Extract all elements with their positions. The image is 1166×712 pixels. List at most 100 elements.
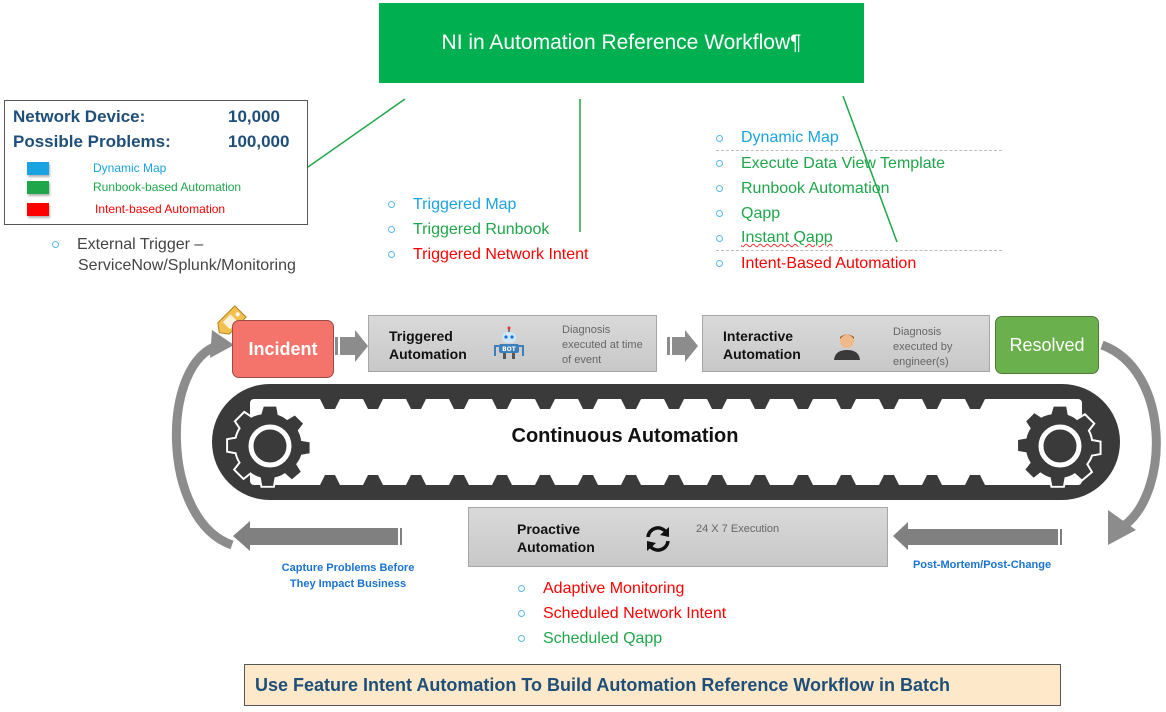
bullet-icon: [716, 134, 723, 142]
legend-swatch-red: [27, 202, 49, 216]
legend-item-runbook: Runbook-based Automation: [27, 180, 241, 194]
continuous-automation-label: Continuous Automation: [511, 425, 739, 447]
list-item-label: Adaptive Monitoring: [543, 579, 685, 597]
list-item-label: Runbook Automation: [741, 179, 890, 197]
title-text: NI in Automation Reference Workflow¶: [441, 31, 802, 54]
list-item-label: Triggered Map: [413, 195, 517, 213]
belt-teeth-top: [320, 399, 985, 409]
list-item: Triggered Network Intent: [388, 242, 588, 267]
list-item-label: Execute Data View Template: [741, 154, 945, 172]
box-title-line1: Triggered: [389, 328, 453, 344]
list-item: Scheduled Qapp: [518, 626, 726, 651]
info-box: Network Device: 10,000 Possible Problems…: [4, 100, 308, 225]
interactive-features-list: Dynamic Map Execute Data View Template R…: [716, 126, 1002, 276]
conveyor-inner: [250, 399, 1082, 485]
box-title-line2: Automation: [517, 539, 595, 555]
list-item-label: Instant Qapp: [741, 229, 833, 246]
list-item-label: Scheduled Qapp: [543, 629, 663, 647]
right-return-arrow: [1100, 340, 1161, 529]
bullet-icon: [388, 226, 395, 233]
left-return-arrow: [172, 340, 234, 550]
desc-line: of event: [562, 354, 602, 366]
bottom-banner: Use Feature Intent Automation To Build A…: [244, 664, 1061, 706]
box-title-line2: Automation: [723, 346, 801, 362]
belt-tooth: [492, 399, 512, 409]
box-title-line1: Proactive: [517, 521, 581, 537]
bullet-icon: [518, 635, 525, 642]
list-item: Triggered Map: [388, 192, 588, 217]
belt-tooth: [836, 399, 856, 409]
bullet-icon: [518, 610, 525, 617]
bullet-icon: [716, 185, 723, 192]
belt-tooth: [621, 475, 641, 485]
gear-left-icon: [227, 406, 310, 487]
belt-tooth: [363, 475, 383, 485]
external-trigger-line1: External Trigger –: [77, 236, 204, 253]
svg-text:BOT: BOT: [502, 346, 517, 353]
bot-icon: BOT: [494, 326, 524, 359]
bullet-icon: [518, 585, 525, 592]
belt-tooth: [406, 475, 426, 485]
legend-item-intent: Intent-based Automation: [27, 202, 225, 216]
list-item: Runbook Automation: [716, 176, 1002, 201]
connector-line-interactive: [842, 95, 898, 243]
post-mortem-caption: Post-Mortem/Post-Change: [912, 559, 1052, 571]
stat-label: Possible Problems:: [13, 132, 171, 151]
refresh-icon: [646, 526, 670, 552]
bottom-banner-text: Use Feature Intent Automation To Build A…: [255, 674, 951, 695]
resolved-box: Resolved: [995, 316, 1099, 374]
bullet-icon: [388, 251, 395, 258]
belt-tooth: [621, 399, 641, 409]
desc-line: Diagnosis: [562, 324, 611, 336]
caption-line: Capture Problems Before: [281, 562, 415, 574]
belt-tooth: [836, 475, 856, 485]
list-item-label: Triggered Runbook: [413, 220, 550, 238]
interactive-automation-box: Interactive Automation Diagnosis execute…: [702, 315, 990, 372]
external-trigger: External Trigger – ServiceNow/Splunk/Mon…: [52, 234, 296, 276]
belt-tooth: [793, 475, 813, 485]
list-item: Intent-Based Automation: [716, 251, 1002, 276]
caption-line: They Impact Business: [289, 578, 407, 590]
proactive-features-list: Adaptive Monitoring Scheduled Network In…: [518, 576, 726, 651]
belt-tooth: [578, 399, 598, 409]
belt-tooth: [750, 475, 770, 485]
bullet-icon: [716, 260, 723, 267]
desc-line: executed by: [893, 341, 953, 353]
triggered-features-list: Triggered Map Triggered Runbook Triggere…: [388, 192, 588, 267]
arrow-proactive-to-capture: [233, 521, 402, 551]
list-item-label: Scheduled Network Intent: [543, 604, 727, 622]
belt-tooth: [449, 475, 469, 485]
list-item: Dynamic Map: [716, 126, 1002, 151]
bullet-icon: [716, 210, 723, 217]
arrow-triggered-to-interactive: [667, 330, 698, 362]
legend-swatch-green: [27, 180, 49, 194]
belt-tooth: [492, 475, 512, 485]
capture-problems-caption: Capture Problems Before They Impact Busi…: [268, 560, 428, 592]
list-item: Instant Qapp: [716, 226, 1002, 251]
legend-label: Dynamic Map: [93, 161, 167, 175]
legend-label: Intent-based Automation: [95, 202, 226, 216]
external-trigger-line2: ServiceNow/Splunk/Monitoring: [78, 257, 296, 274]
engineer-icon: [834, 334, 860, 360]
incident-label: Incident: [248, 338, 318, 359]
belt-tooth: [664, 475, 684, 485]
proactive-description: 24 X 7 Execution: [696, 523, 780, 535]
list-item-label: Intent-Based Automation: [741, 254, 917, 272]
list-item-label: Dynamic Map: [741, 129, 839, 146]
belt-tooth: [578, 475, 598, 485]
box-description: Diagnosis executed by engineer(s): [893, 325, 952, 370]
box-title: Triggered Automation: [389, 327, 467, 363]
resolved-label: Resolved: [1009, 334, 1085, 355]
desc-line: executed at time: [562, 339, 643, 351]
stat-possible-problems: Possible Problems: 100,000: [13, 132, 289, 152]
arrow-postmortem-to-proactive: [893, 522, 1062, 550]
box-description: Diagnosis executed at time of event: [562, 323, 643, 368]
belt-teeth-bottom: [320, 475, 985, 485]
bullet-icon: [716, 160, 723, 167]
box-title: Interactive Automation: [723, 327, 801, 363]
stat-value: 100,000: [228, 132, 290, 151]
bullet-icon: [716, 234, 723, 242]
desc-line: engineer(s): [893, 356, 949, 368]
belt-tooth: [922, 475, 942, 485]
